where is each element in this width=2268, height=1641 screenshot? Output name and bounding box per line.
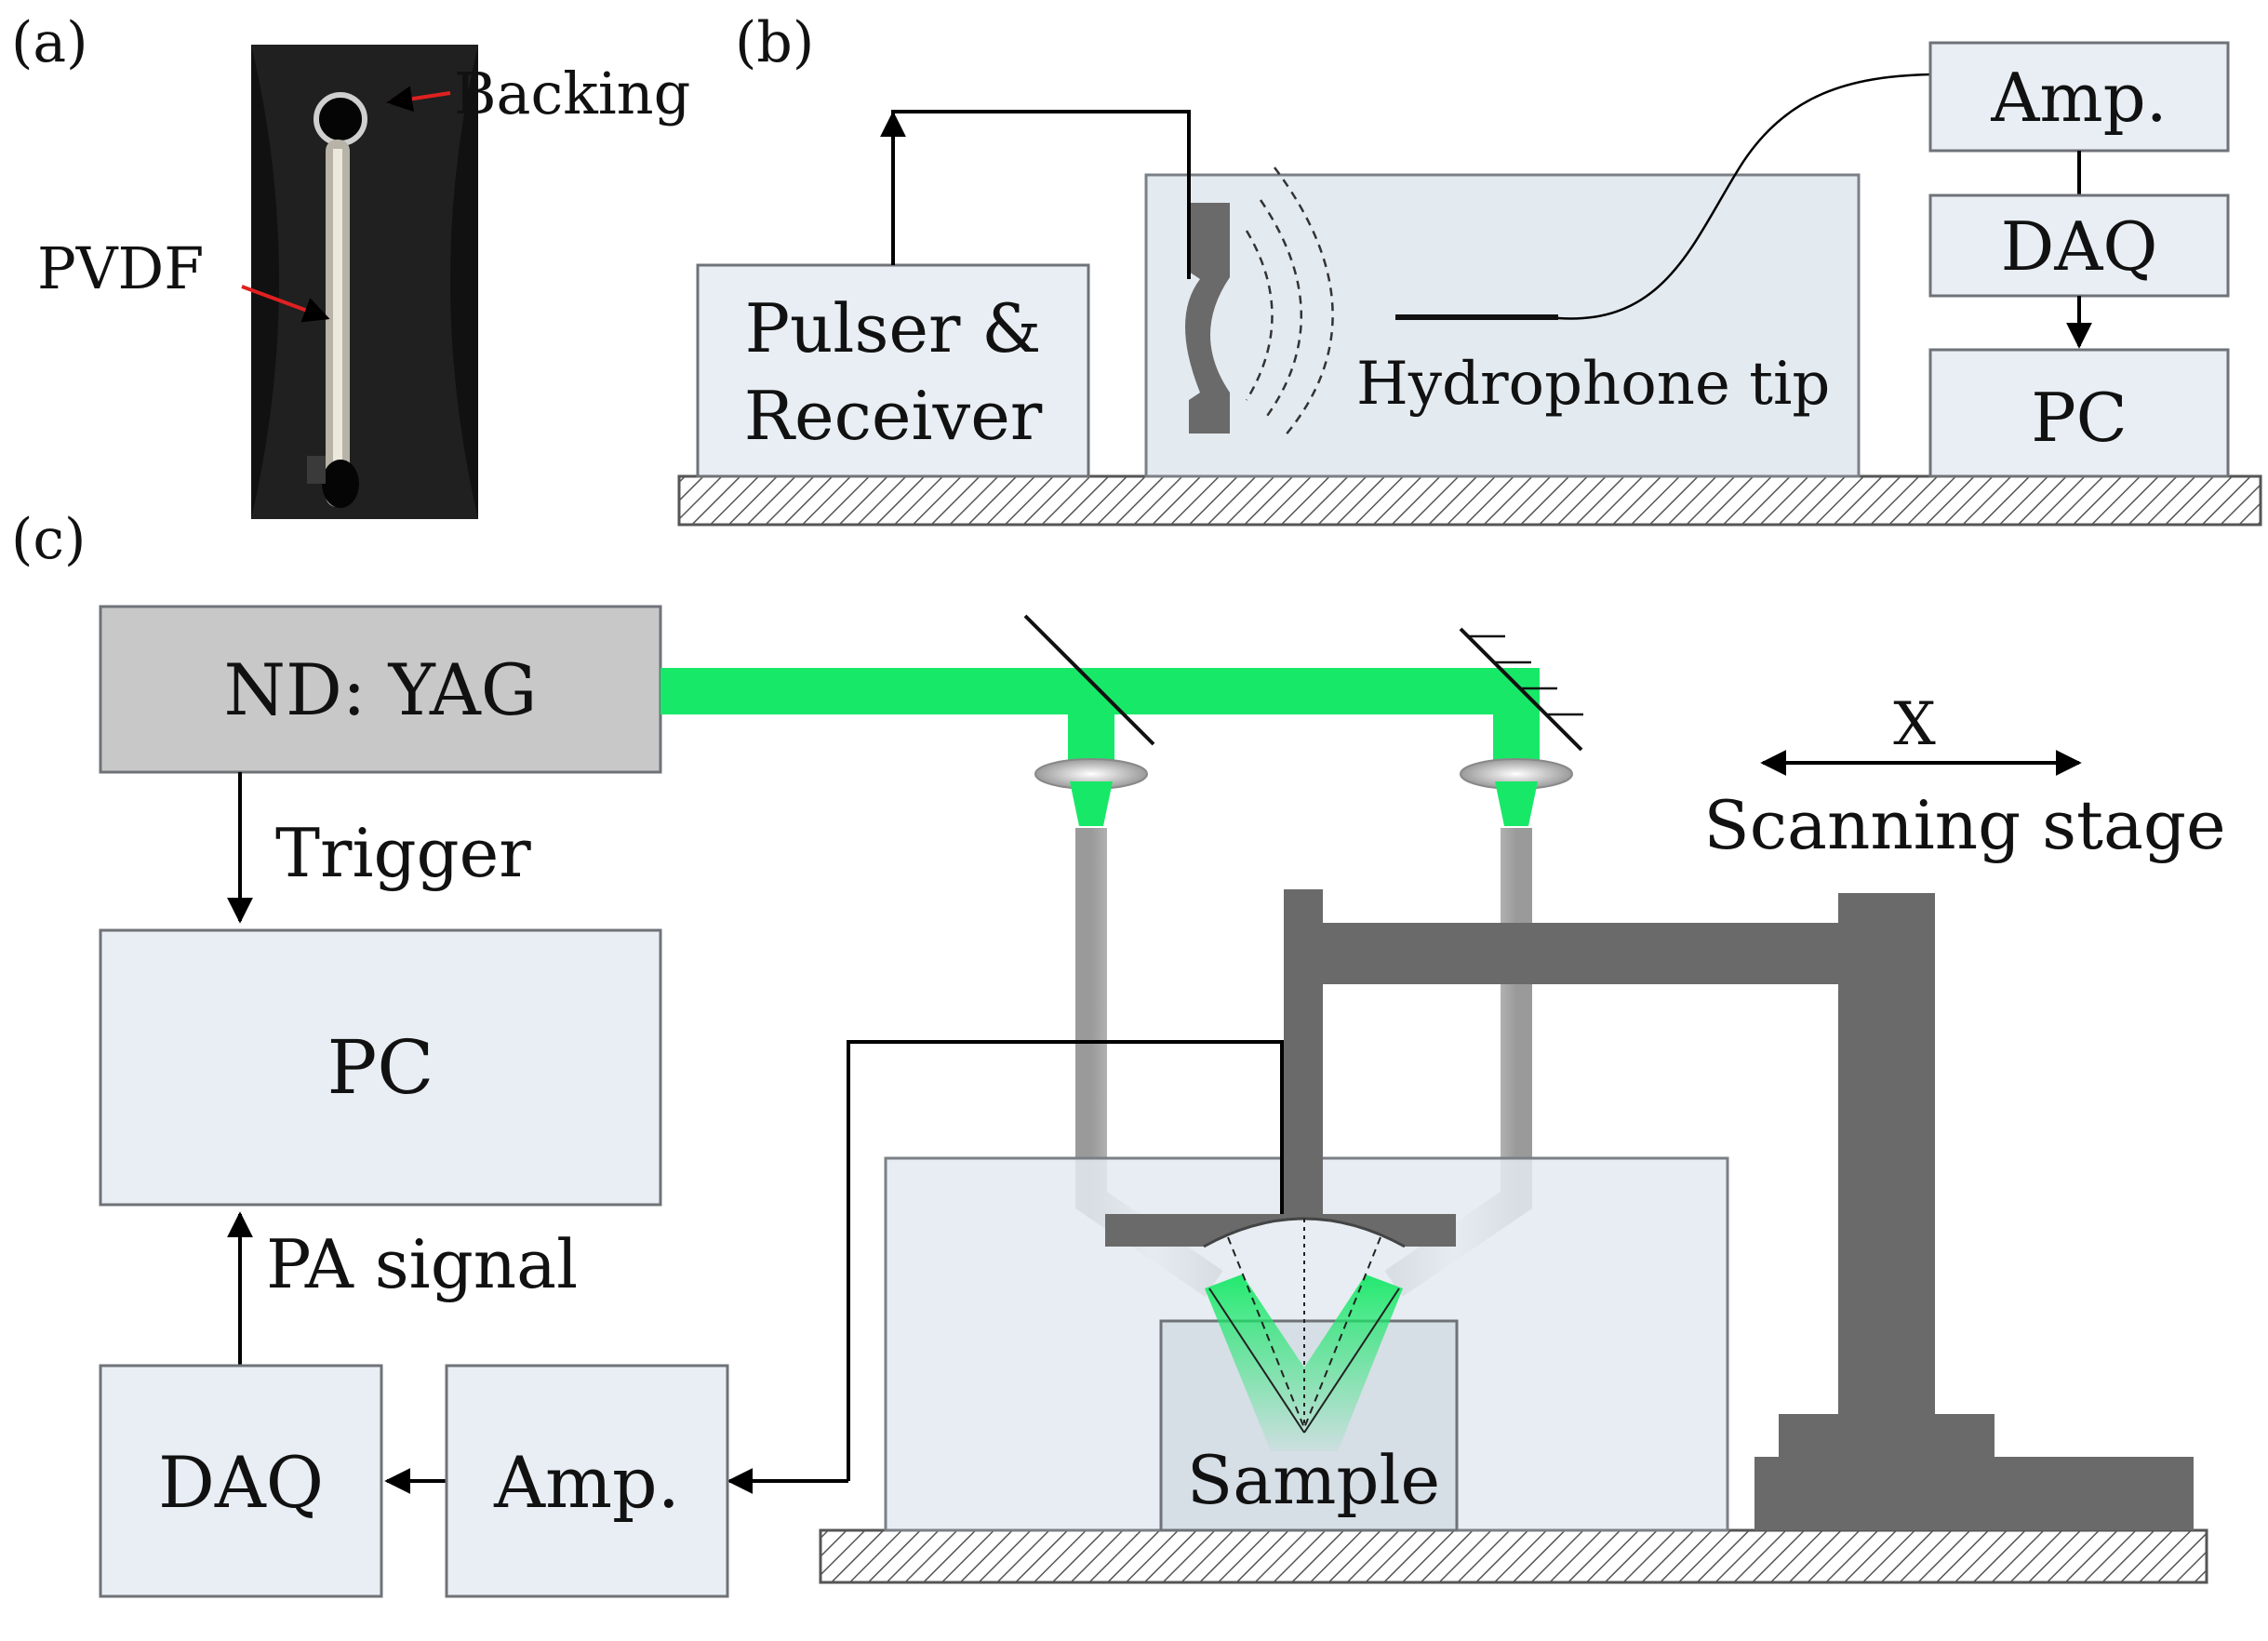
- hydrophone-tip: [1395, 314, 1558, 320]
- mirror: [1459, 627, 1583, 752]
- trigger-label: Trigger: [275, 814, 531, 892]
- pa-signal-label: PA signal: [266, 1225, 578, 1303]
- bench-b: [677, 474, 2262, 527]
- laser-label: ND: YAG: [223, 648, 537, 731]
- hydrophone-cable: [1557, 73, 1931, 320]
- panel-c-label: (c): [11, 507, 86, 572]
- pc-box-b: [1928, 348, 2230, 478]
- transducer-b: [1185, 203, 1230, 434]
- pc-box-c: [99, 928, 662, 1207]
- water-tank-b: [1144, 173, 1861, 478]
- x-axis-label: X: [1893, 690, 1936, 759]
- light-cone: [1205, 1274, 1403, 1451]
- daq-box-b: [1928, 193, 2230, 298]
- laser-beam-drop-1: [1068, 668, 1114, 770]
- amp-box-c: [445, 1364, 729, 1598]
- panel-b-label: (b): [735, 10, 814, 75]
- beam-splitter: [1023, 614, 1155, 746]
- daq-label-c: DAQ: [158, 1441, 324, 1524]
- amp-box-b: [1928, 41, 2230, 153]
- amp-label-c: Amp.: [493, 1441, 680, 1524]
- daq-label-b: DAQ: [2001, 207, 2158, 286]
- sample-label: Sample: [1187, 1441, 1440, 1519]
- daq-box-c: [99, 1364, 383, 1598]
- transducer-photo: [251, 45, 478, 519]
- pc-label-b: PC: [2031, 379, 2128, 457]
- focus-cone-1: [1070, 781, 1113, 826]
- backing-label: Backing: [454, 60, 690, 127]
- hydrophone-label: Hydrophone tip: [1356, 350, 1830, 419]
- stage-base: [1754, 1414, 2194, 1530]
- pulser-label-line1: Pulser &: [745, 289, 1042, 367]
- backing-pointer: [386, 86, 451, 113]
- wavefront-2: [1259, 199, 1303, 420]
- pulser-label-line2: Receiver: [744, 377, 1043, 455]
- stage-arm: [1284, 923, 1838, 984]
- amp-label-b: Amp.: [1990, 59, 2167, 137]
- transducer-c: [1105, 1214, 1456, 1247]
- pvdf-pointer: [241, 285, 330, 323]
- pulser-receiver-box: [696, 263, 1090, 478]
- stage-column: [1838, 893, 1935, 1414]
- pvdf-label: PVDF: [37, 234, 204, 302]
- acoustic-focus-lines: [1208, 1219, 1400, 1434]
- laser-box: [99, 605, 662, 774]
- panel-a-label: (a): [11, 10, 88, 75]
- wavefront-1: [1245, 230, 1274, 401]
- pc-label-c: PC: [327, 1024, 434, 1111]
- bench-c: [819, 1528, 2208, 1584]
- wavefront-3: [1273, 167, 1334, 438]
- focus-cone-2: [1495, 781, 1538, 826]
- scanning-stage-label: Scanning stage: [1703, 786, 2225, 864]
- pulser-cable: [891, 110, 1191, 279]
- signal-cable: [847, 1040, 1284, 1481]
